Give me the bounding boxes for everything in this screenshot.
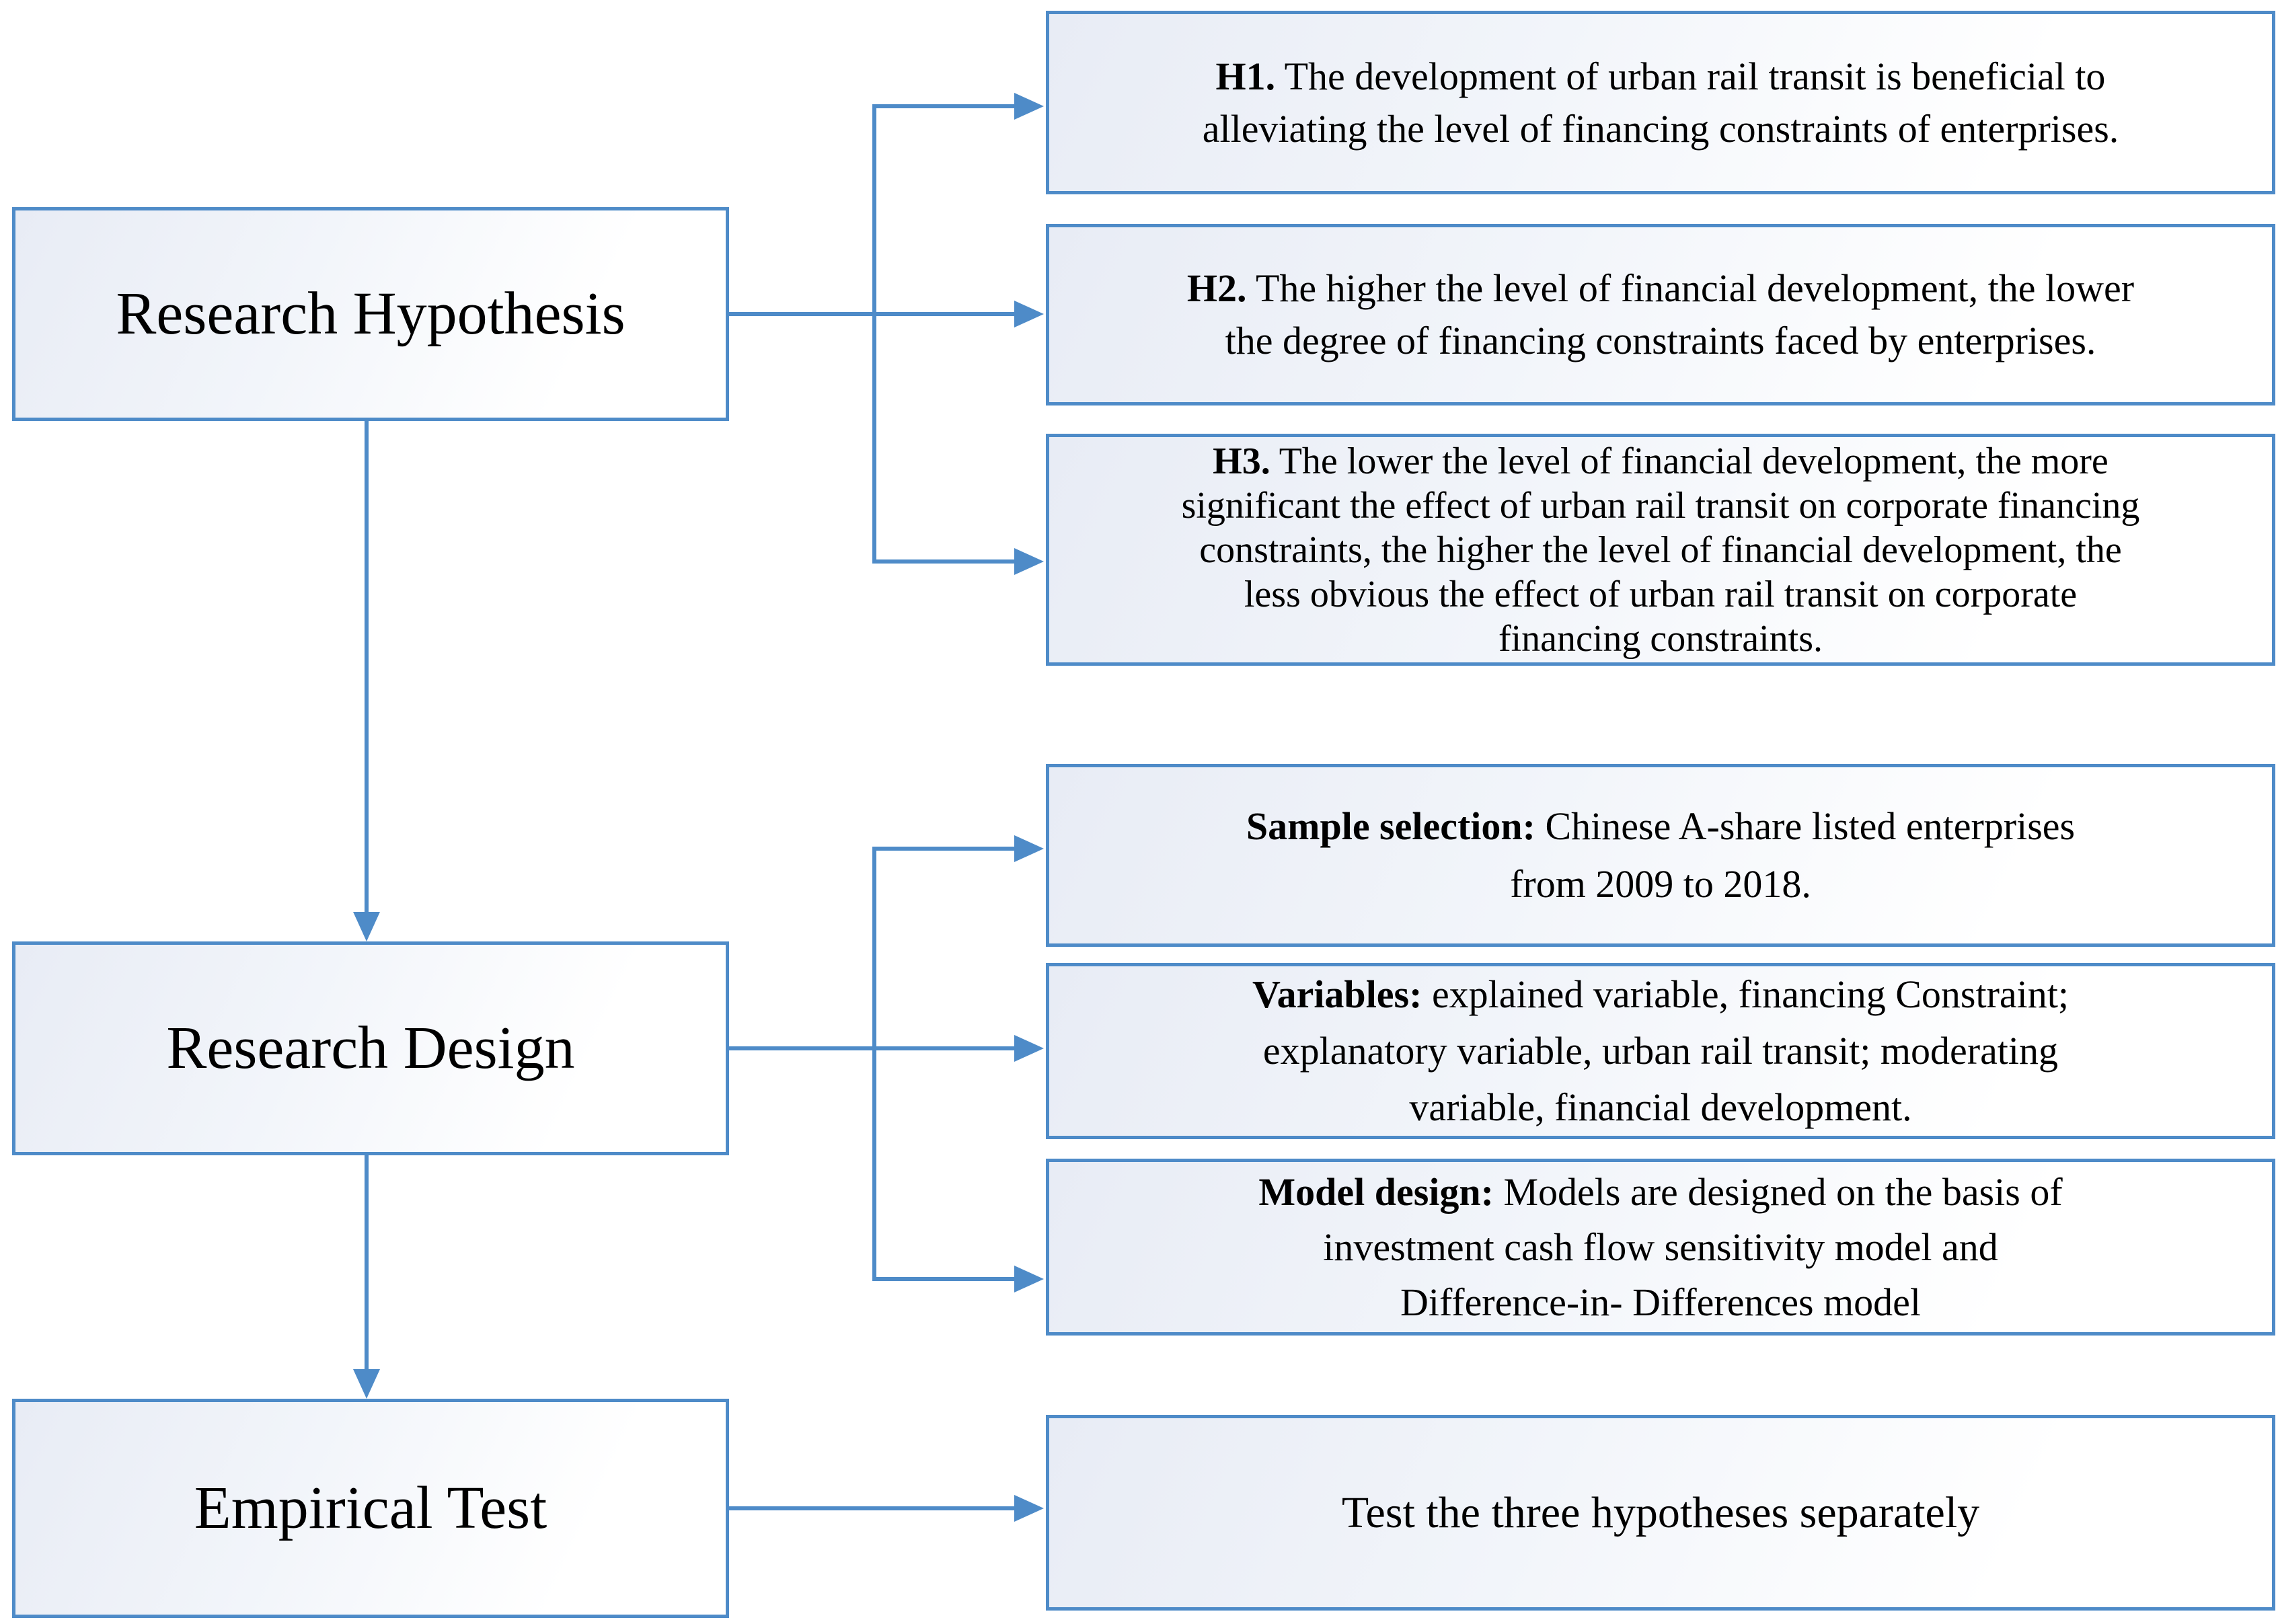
model-design-body: Models are designed on the basis of inve… [1323, 1169, 2063, 1324]
hypothesis-h1-box: H1. The development of urban rail transi… [1046, 11, 2275, 194]
arrowhead-h1 [1014, 93, 1044, 120]
test-hypotheses-text: Test the three hypotheses separately [1342, 1487, 1979, 1539]
sample-selection-text: Sample selection: Chinese A-share listed… [1246, 798, 2075, 913]
sample-selection-prefix: Sample selection: [1246, 804, 1535, 848]
variables-body: explained variable, financing Constraint… [1262, 972, 2069, 1129]
h1-prefix: H1. [1215, 54, 1276, 98]
empirical-test-label: Empirical Test [194, 1475, 547, 1541]
arrowhead-h3 [1014, 548, 1044, 575]
test-hypotheses-box: Test the three hypotheses separately [1046, 1415, 2275, 1611]
sample-selection-box: Sample selection: Chinese A-share listed… [1046, 764, 2275, 947]
h1-body: The development of urban rail transit is… [1202, 54, 2119, 151]
test-body: Test the three hypotheses separately [1341, 1487, 1980, 1537]
h3-body: The lower the level of financial develop… [1181, 440, 2140, 660]
sample-selection-body: Chinese A-share listed enterprises from … [1510, 804, 2076, 906]
model-design-text: Model design: Models are designed on the… [1258, 1165, 2062, 1330]
research-design-label: Research Design [166, 1015, 575, 1081]
arrowhead-test [1014, 1495, 1044, 1522]
arrowhead-variables [1014, 1035, 1044, 1062]
research-hypothesis-box: Research Hypothesis [12, 207, 729, 421]
hypothesis-h3-box: H3. The lower the level of financial dev… [1046, 434, 2275, 666]
hypothesis-h2-box: H2. The higher the level of financial de… [1046, 224, 2275, 405]
variables-box: Variables: explained variable, financing… [1046, 963, 2275, 1139]
empirical-test-box: Empirical Test [12, 1399, 729, 1618]
model-design-prefix: Model design: [1258, 1169, 1494, 1214]
hypothesis-h3-text: H3. The lower the level of financial dev… [1182, 439, 2140, 661]
research-design-box: Research Design [12, 941, 729, 1155]
arrowhead-design [353, 912, 380, 941]
model-design-box: Model design: Models are designed on the… [1046, 1159, 2275, 1336]
research-hypothesis-label: Research Hypothesis [116, 280, 625, 347]
hypothesis-h2-text: H2. The higher the level of financial de… [1187, 262, 2134, 367]
hypothesis-h1-text: H1. The development of urban rail transi… [1203, 50, 2119, 155]
arrowhead-sample-selection [1014, 835, 1044, 862]
arrowhead-model-design [1014, 1266, 1044, 1292]
h2-prefix: H2. [1186, 266, 1247, 310]
variables-prefix: Variables: [1252, 972, 1422, 1016]
h2-body: The higher the level of financial develo… [1225, 266, 2135, 362]
arrowhead-empirical [353, 1369, 380, 1399]
arrowhead-h2 [1014, 301, 1044, 327]
h3-prefix: H3. [1213, 440, 1270, 482]
variables-text: Variables: explained variable, financing… [1252, 966, 2069, 1136]
